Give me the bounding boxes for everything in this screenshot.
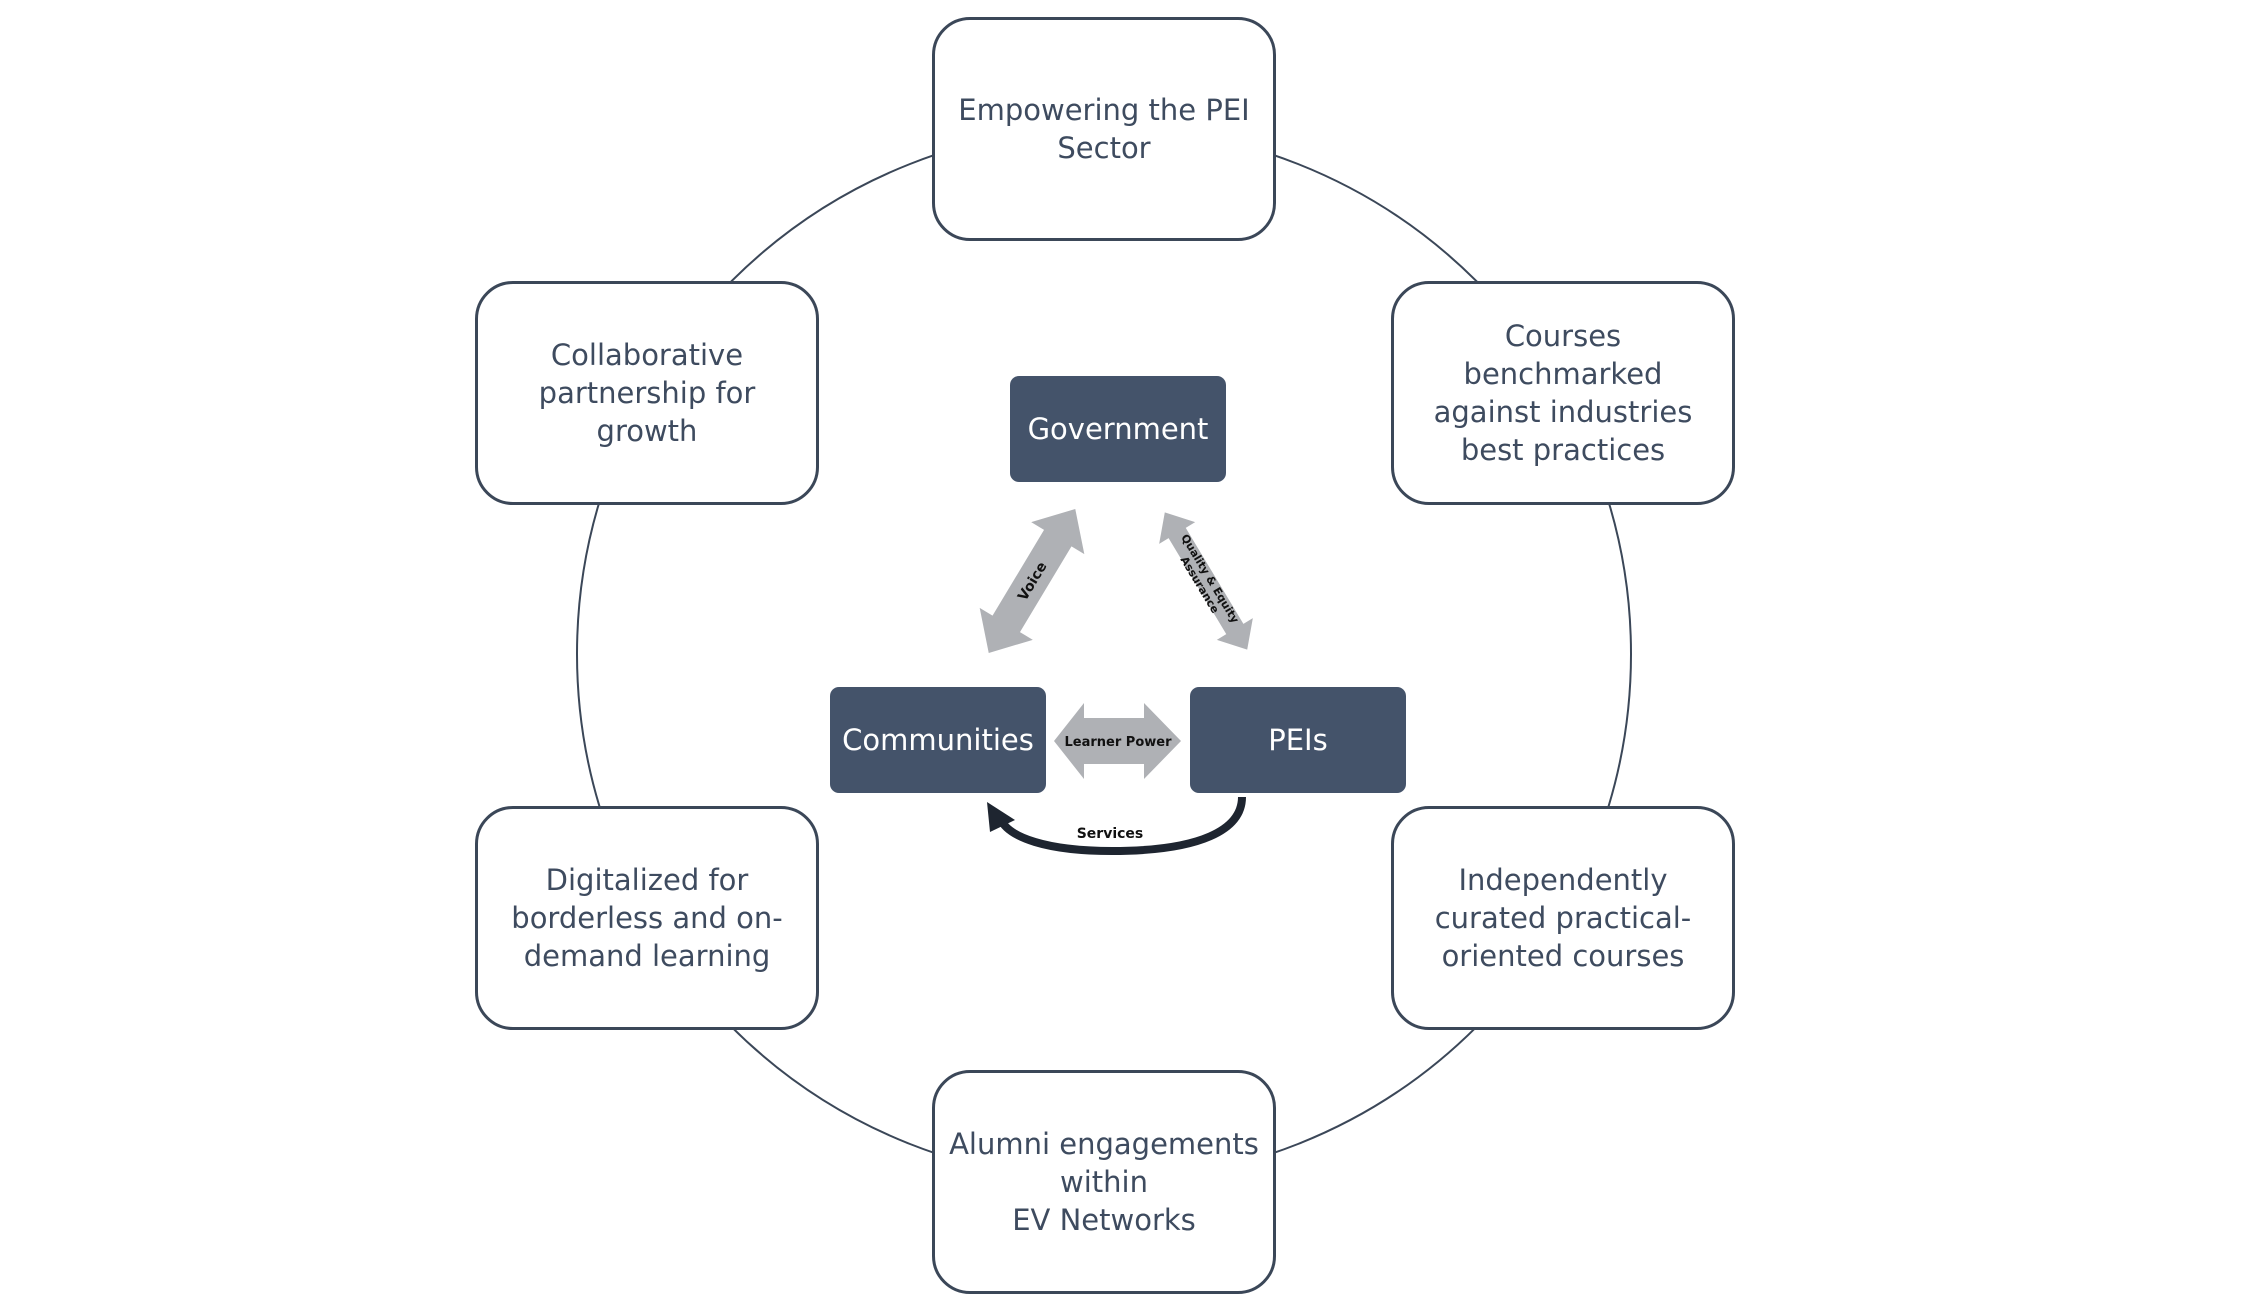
node-text: Digitalized for borderless and on- deman… (511, 863, 783, 973)
core-node-communities: Communities (830, 687, 1046, 793)
voice-arrow: Voice (979, 508, 1085, 654)
node-text: Courses benchmarked against industries b… (1433, 319, 1693, 467)
learner-power-arrow: Learner Power (1054, 703, 1181, 779)
core-node-label: PEIs (1268, 723, 1328, 757)
learner-power-label: Learner Power (1065, 735, 1173, 750)
node-text: Collaborative partnership for growth (538, 338, 756, 448)
core-node-label: Government (1027, 412, 1209, 446)
core-node-peis: PEIs (1190, 687, 1406, 793)
quality-assurance-arrow: Quality & Equity Assurance (1159, 512, 1253, 650)
services-label: Services (1077, 826, 1144, 842)
node-text: Empowering the PEI Sector (958, 93, 1250, 165)
node-courses-benchmarked: Courses benchmarked against industries b… (1391, 281, 1735, 505)
node-digitalized-learning: Digitalized for borderless and on- deman… (475, 806, 819, 1030)
node-independently-curated: Independently curated practical- oriente… (1391, 806, 1735, 1030)
core-node-government: Government (1010, 376, 1226, 482)
node-collaborative-partnership: Collaborative partnership for growth (475, 281, 819, 505)
node-alumni-engagements: Alumni engagements within EV Networks (932, 1070, 1276, 1294)
node-empowering-pei-sector: Empowering the PEI Sector (932, 17, 1276, 241)
services-arrow: Services (987, 796, 1246, 856)
core-node-label: Communities (842, 723, 1034, 757)
node-text: Independently curated practical- oriente… (1434, 863, 1692, 973)
node-text: Alumni engagements within EV Networks (949, 1127, 1259, 1237)
